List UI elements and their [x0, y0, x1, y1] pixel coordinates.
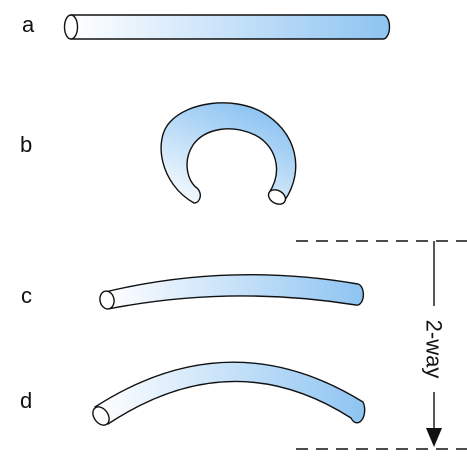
strongly-bent-tube	[92, 361, 366, 426]
panel-label-b: b	[20, 132, 32, 157]
panel-label-c: c	[21, 283, 32, 308]
panel-label-d: d	[20, 388, 32, 413]
arrowhead-down-icon	[426, 428, 442, 447]
tube-opening	[99, 290, 115, 310]
slightly-bent-tube	[99, 273, 365, 310]
panel-label-a: a	[22, 12, 35, 37]
two-way-label: 2-way	[422, 320, 447, 379]
straight-tube	[63, 14, 391, 40]
two-way-arrow	[426, 241, 442, 447]
tube-opening	[267, 189, 287, 205]
tube-opening	[63, 14, 79, 40]
tube-opening	[92, 406, 110, 426]
horseshoe-tube	[160, 102, 297, 205]
